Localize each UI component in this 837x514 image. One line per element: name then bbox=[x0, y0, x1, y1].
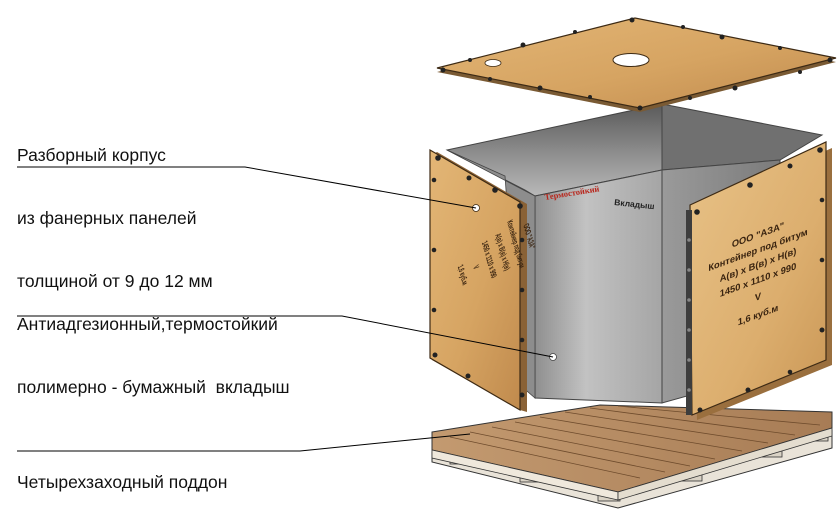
leader-pallet bbox=[17, 433, 471, 452]
callout-body-line-3: толщиной от 9 до 12 мм bbox=[17, 271, 213, 291]
callout-pallet: Четырехзаходный поддон bbox=[17, 430, 227, 514]
right-plywood-panel: ООО "АЗА" Контейнер под битум А(в) x В(в… bbox=[686, 141, 832, 420]
leader-lines bbox=[17, 166, 554, 452]
callout-body: Разборный корпус из фанерных панелей тол… bbox=[17, 103, 213, 313]
callout-body-line-1: Разборный корпус bbox=[17, 145, 166, 165]
pallet bbox=[431, 404, 833, 509]
callout-body-line-2: из фанерных панелей bbox=[17, 208, 197, 228]
left-panel-line-5: V bbox=[471, 264, 479, 272]
callout-liner: Антиадгезионный,термостойкий полимерно -… bbox=[17, 272, 290, 419]
liner-print-right: Вкладыш bbox=[614, 197, 655, 211]
callout-pallet-line-1: Четырехзаходный поддон bbox=[17, 472, 228, 492]
right-panel-line-5: V bbox=[755, 291, 762, 304]
lid bbox=[436, 17, 837, 112]
callout-liner-line-1: Антиадгезионный,термостойкий bbox=[17, 314, 278, 334]
leader-body bbox=[17, 166, 477, 209]
callout-liner-line-2: полимерно - бумажный вкладыш bbox=[17, 377, 290, 397]
leader-liner bbox=[17, 315, 554, 358]
